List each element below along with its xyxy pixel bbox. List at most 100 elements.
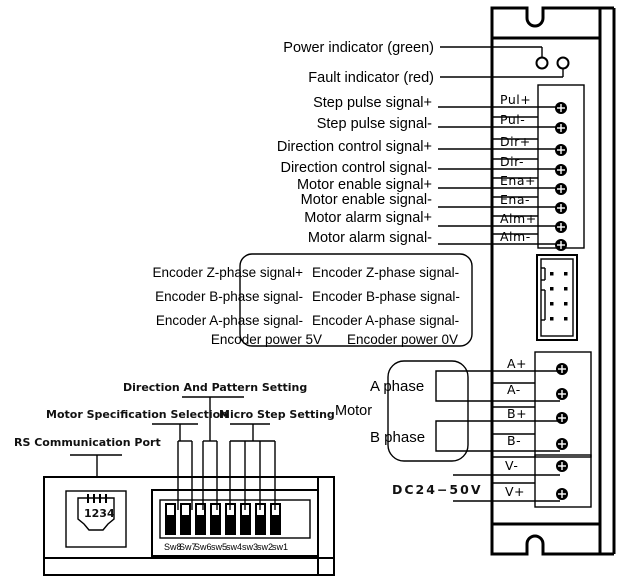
encoder-left-label: Encoder Z-phase signal+: [153, 265, 304, 280]
encoder-pin: [564, 287, 568, 291]
dip-switch[interactable]: [165, 503, 176, 535]
dip-switch-label: Sw6: [194, 542, 212, 552]
fault-indicator-label: Fault indicator (red): [308, 70, 434, 86]
direction-setting-label: Direction And Pattern Setting: [123, 381, 307, 394]
signal-rows: Step pulse signal+ Pul+ Step pulse signal-…: [277, 92, 567, 251]
screw-terminal-icon: [555, 144, 567, 156]
power-terminal-row: V-: [492, 456, 568, 473]
signal-row: Motor enable signal+Ena+: [297, 173, 567, 195]
power-terminal-label: V-: [505, 458, 518, 473]
motor-spec-label: Motor Specification Selection: [46, 408, 228, 421]
dc-supply-label: DC24−50V: [392, 482, 483, 497]
dip-switch[interactable]: [210, 503, 221, 535]
dip-switch-label: Sw8: [164, 542, 182, 552]
dip-switch-label: sw5: [211, 542, 227, 552]
encoder-pin: [564, 302, 568, 306]
terminal-label: Pul+: [500, 92, 531, 107]
setting-leaders: [152, 396, 276, 510]
motor-rows: A+ A- B+ B- V- V+: [492, 356, 568, 500]
power-indicator-label: Power indicator (green): [283, 40, 434, 56]
encoder-right-label: Encoder Z-phase signal-: [312, 265, 459, 280]
encoder-left-label: Encoder B-phase signal-: [155, 289, 303, 304]
terminal-label: Alm-: [500, 229, 531, 244]
screw-terminal-icon: [556, 363, 568, 375]
encoder-pin: [564, 317, 568, 321]
dip-switch-label: sw1: [272, 542, 288, 552]
signal-row: Motor enable signal-Ena-: [301, 192, 567, 214]
motor-terminal-row: A+: [507, 356, 568, 375]
power-terminal-row: V+: [492, 482, 568, 500]
encoder-right-label: Encoder A-phase signal-: [312, 313, 459, 328]
screw-terminal-icon: [555, 183, 567, 195]
signal-row: Step pulse signal+ Pul+: [313, 92, 567, 114]
fault-led-icon: [556, 56, 570, 70]
screw-terminal-icon: [556, 488, 568, 500]
dip-switch[interactable]: [195, 503, 206, 535]
micro-step-label: Micro Step Setting: [219, 408, 335, 421]
screw-terminal-icon: [555, 102, 567, 114]
power-led-icon: [535, 56, 549, 70]
terminal-label: Ena+: [500, 173, 536, 188]
motor-terminal-row: A-: [492, 382, 568, 400]
rj-pin-numbers: 1234: [84, 507, 115, 520]
motor-terminal-row: B+: [492, 406, 568, 424]
terminal-label: Pul-: [500, 112, 525, 127]
terminal-label: Alm+: [500, 211, 537, 226]
screw-terminal-icon: [556, 388, 568, 400]
motor-terminal-label: B-: [507, 433, 521, 448]
dip-switch-label: sw4: [226, 542, 242, 552]
motor-label: Motor: [335, 403, 372, 419]
power-terminal-block: [534, 454, 592, 508]
signal-label: Step pulse signal-: [317, 116, 432, 132]
power-terminal-label: V+: [505, 484, 525, 499]
screw-terminal-icon: [555, 221, 567, 233]
signal-row: Step pulse signal- Pul-: [317, 112, 567, 134]
driver-body: [490, 6, 616, 556]
signal-row: Direction control signal+ Dir+: [277, 134, 567, 156]
motor-terminal-label: A-: [507, 382, 521, 397]
encoder-left-label: Encoder power 5V: [211, 332, 322, 347]
screw-terminal-icon: [556, 460, 568, 472]
signal-label: Motor alarm signal-: [308, 230, 432, 246]
signal-label: Direction control signal+: [277, 139, 432, 155]
indicator-leds: [440, 46, 570, 78]
dip-switch-label: Sw7: [179, 542, 197, 552]
terminal-label: Dir-: [500, 154, 524, 169]
motor-phase-wiring: [387, 360, 560, 462]
dip-switch-block: [151, 489, 319, 557]
encoder-pin: [550, 272, 554, 276]
signal-row: Motor alarm signal- Alm-: [308, 229, 567, 251]
motor-terminal-label: A+: [507, 356, 527, 371]
screw-terminal-icon: [555, 164, 567, 176]
encoder-bracket: [239, 253, 473, 347]
screw-terminal-icon: [555, 122, 567, 134]
signal-row: Direction control signal-Dir-: [280, 154, 567, 176]
dip-switch[interactable]: [180, 503, 191, 535]
a-phase-label: A phase: [370, 378, 424, 395]
terminal-label: Dir+: [500, 134, 531, 149]
motor-terminal-block: [534, 351, 592, 458]
encoder-connector: [536, 254, 578, 341]
encoder-labels: Encoder Z-phase signal+ Encoder Z-phase s…: [153, 265, 460, 347]
signal-label: Motor alarm signal+: [304, 210, 432, 226]
motor-terminal-label: B+: [507, 406, 527, 421]
screw-terminal-icon: [555, 239, 567, 251]
terminal-label: Ena-: [500, 192, 530, 207]
signal-label: Step pulse signal+: [313, 95, 432, 111]
encoder-pin: [550, 287, 554, 291]
encoder-pin: [564, 272, 568, 276]
signal-row: Motor alarm signal+ Alm+: [304, 210, 567, 233]
dip-switch-label: sw3: [242, 542, 258, 552]
rs-port-label: RS Communication Port: [14, 436, 161, 449]
screw-terminal-icon: [556, 412, 568, 424]
encoder-right-label: Encoder power 0V: [347, 332, 458, 347]
encoder-pin: [550, 317, 554, 321]
encoder-pin: [550, 302, 554, 306]
screw-terminal-icon: [555, 202, 567, 214]
encoder-left-label: Encoder A-phase signal-: [156, 313, 303, 328]
motor-terminal-row: B-: [492, 433, 568, 450]
b-phase-label: B phase: [370, 429, 425, 446]
encoder-right-label: Encoder B-phase signal-: [312, 289, 460, 304]
rs-port: 1234: [65, 490, 127, 548]
